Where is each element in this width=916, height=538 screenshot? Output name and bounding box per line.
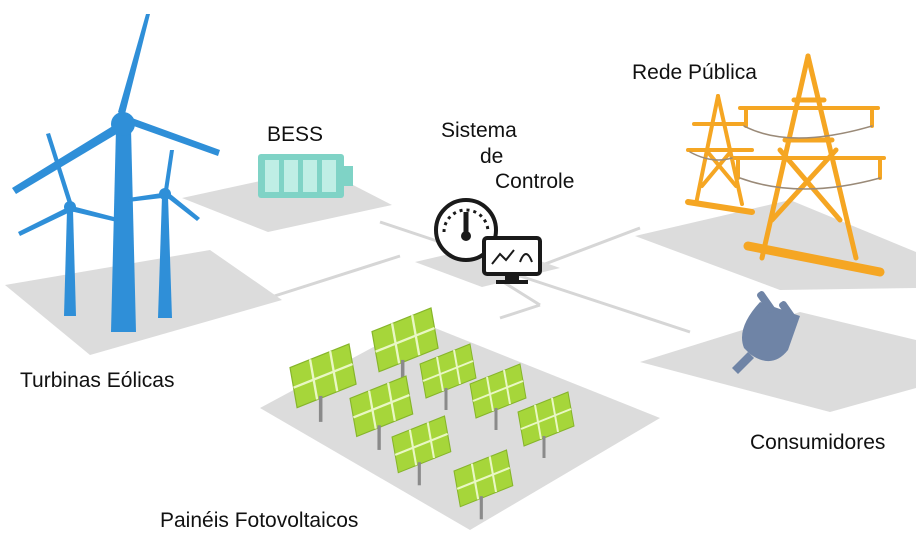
consumers-platform [640,312,916,412]
connector-lines [261,220,691,334]
wind-label: Turbinas Eólicas [20,369,175,392]
control-label-line1: Sistema [441,119,517,142]
plug-icon [732,291,800,374]
wind-turbine-icon [12,14,220,332]
control-label-line3: Controle [495,170,575,194]
pv-platform [260,322,660,530]
consumers-label: Consumidores [750,431,886,454]
gauge-monitor-icon [434,198,542,284]
control-label: Sistema de Controle [441,118,574,195]
control-label-line2: de [480,144,504,168]
wind-platform [5,250,282,355]
grid-label: Rede Pública [632,61,757,84]
bess-label: BESS [267,123,324,146]
pv-label: Painéis Fotovoltaicos [160,509,359,532]
battery-icon [258,154,353,198]
power-tower-icon [685,53,886,277]
